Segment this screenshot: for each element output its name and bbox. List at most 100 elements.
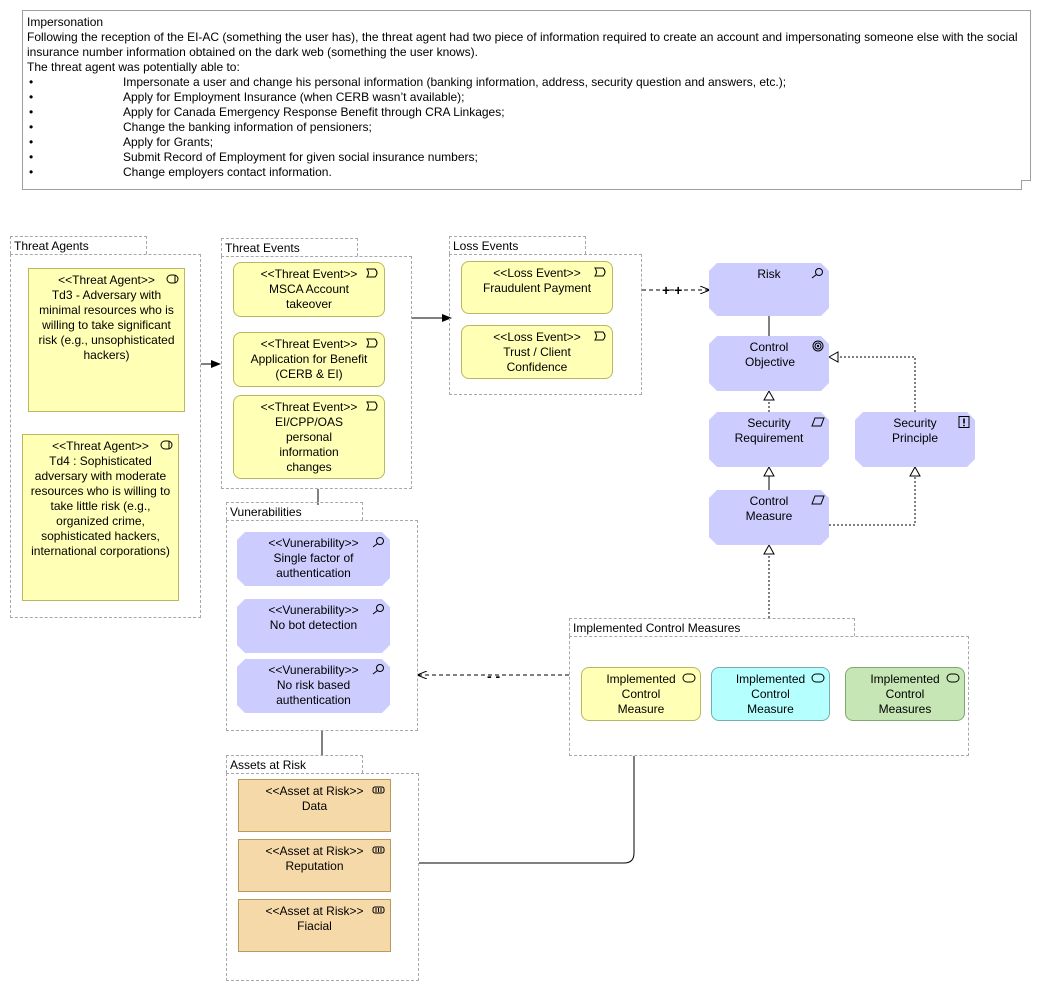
element-label: Application for Benefit (CERB & EI)	[250, 352, 368, 381]
element-stereotype: <<Loss Event>>	[493, 330, 581, 344]
element-stereotype: <<Vunerability>>	[268, 663, 359, 677]
principle-to-objective-connector	[829, 357, 916, 412]
asset-financial[interactable]: <<Asset at Risk>> Fiacial	[238, 899, 391, 952]
element-label: Reputation	[285, 859, 344, 873]
vulnerabilities-group[interactable]	[226, 520, 418, 731]
plus-label: + +	[662, 282, 683, 298]
element-label: Security Requirement	[734, 416, 804, 445]
measure-to-principle-connector	[829, 467, 915, 526]
vulnerabilities-group-label: Vunerabilities	[226, 502, 363, 520]
note-bullet: Apply for Employment Insurance (when CER…	[27, 90, 1027, 105]
security-principle-node[interactable]: Security Principle	[855, 412, 975, 467]
note-text: Impersonation Following the reception of…	[27, 15, 1027, 180]
role-icon	[160, 440, 173, 450]
element-stereotype: <<Asset at Risk>>	[265, 844, 364, 858]
element-label: MSCA Account takeover	[268, 282, 350, 311]
element-label: Implemented Control Measures	[870, 672, 940, 716]
note-bullet-list: Impersonate a user and change his person…	[27, 75, 1027, 180]
assessment-icon	[372, 536, 386, 548]
element-label: Single factor of authentication	[273, 551, 354, 580]
element-label: Control Measure	[745, 494, 793, 523]
threat-event-personal-info-changes[interactable]: <<Threat Event>> EI/CPP/OAS personal inf…	[233, 395, 385, 479]
note-bullet: Impersonate a user and change his person…	[27, 75, 1027, 90]
asset-data[interactable]: <<Asset at Risk>> Data	[238, 779, 391, 832]
element-label: Control Objective	[745, 340, 796, 369]
note-bullet: Change the banking information of pensio…	[27, 120, 1027, 135]
assets-group[interactable]	[226, 773, 419, 981]
event-icon	[594, 331, 606, 341]
implemented-control-measure-yellow[interactable]: Implemented Control Measure	[581, 667, 701, 721]
element-stereotype: <<Vunerability>>	[268, 603, 359, 617]
vulnerability-single-factor[interactable]: <<Vunerability>> Single factor of authen…	[237, 532, 390, 586]
loss-events-group[interactable]	[449, 254, 642, 395]
note-fold-corner	[1021, 180, 1031, 190]
element-label: Implemented Control Measure	[606, 672, 676, 716]
element-stereotype: <<Asset at Risk>>	[265, 904, 364, 918]
goal-icon	[811, 340, 825, 352]
asset-reputation[interactable]: <<Asset at Risk>> Reputation	[238, 839, 391, 892]
control-measure-node[interactable]: Control Measure	[709, 490, 829, 545]
element-label: Fiacial	[297, 919, 332, 933]
assessment-icon	[372, 663, 386, 675]
vulnerability-no-risk-based-auth[interactable]: <<Vunerability>> No risk based authentic…	[237, 659, 390, 713]
note-title: Impersonation	[27, 15, 104, 29]
element-stereotype: <<Vunerability>>	[268, 536, 359, 550]
assets-implemented-connector	[419, 756, 635, 864]
event-icon	[366, 268, 378, 278]
assets-group-label: Assets at Risk	[226, 755, 363, 773]
loss-event-fraudulent-payment[interactable]: <<Loss Event>> Fraudulent Payment	[461, 261, 613, 314]
vulnerability-no-bot-detection[interactable]: <<Vunerability>> No bot detection	[237, 599, 390, 653]
loss-event-trust-confidence[interactable]: <<Loss Event>> Trust / Client Confidence	[461, 325, 613, 379]
threat-events-group[interactable]	[221, 256, 412, 489]
threat-events-group-label: Threat Events	[221, 238, 358, 256]
element-stereotype: <<Threat Agent>>	[52, 439, 149, 453]
note-bullet: Apply for Canada Emergency Response Bene…	[27, 105, 1027, 120]
element-label: EI/CPP/OAS personal information changes	[274, 415, 344, 474]
element-label: Risk	[757, 267, 781, 281]
requirement-icon	[811, 494, 825, 506]
element-stereotype: <<Asset at Risk>>	[265, 784, 364, 798]
principle-icon	[957, 416, 971, 428]
threat-agents-group[interactable]	[10, 254, 201, 618]
threat-agents-group-label: Threat Agents	[10, 236, 147, 254]
element-stereotype: <<Threat Event>>	[260, 267, 358, 281]
deliverable-icon	[811, 673, 825, 683]
threat-event-benefit-application[interactable]: <<Threat Event>> Application for Benefit…	[233, 332, 385, 387]
deliverable-icon	[682, 673, 696, 683]
note-bullet: Submit Record of Employment for given so…	[27, 150, 1027, 165]
element-label: No risk based authentication	[276, 678, 351, 707]
assessment-icon	[811, 267, 825, 279]
role-icon	[166, 274, 179, 284]
requirement-icon	[811, 416, 825, 428]
implemented-control-measures-green[interactable]: Implemented Control Measures	[845, 667, 965, 721]
element-label: Security Principle	[891, 416, 939, 445]
minus-label: - -	[487, 668, 501, 684]
implemented-control-measure-cyan[interactable]: Implemented Control Measure	[711, 667, 830, 721]
element-label: Td4 : Sophisticated adversary with moder…	[30, 454, 171, 558]
assessment-icon	[372, 603, 386, 615]
note-bullet: Apply for Grants;	[27, 135, 1027, 150]
threat-agent-td4[interactable]: <<Threat Agent>> Td4 : Sophisticated adv…	[22, 434, 179, 601]
element-label: Fraudulent Payment	[482, 281, 592, 295]
element-label: Data	[301, 799, 328, 813]
element-stereotype: <<Threat Agent>>	[58, 273, 155, 287]
deliverable-icon	[946, 673, 960, 683]
control-objective-node[interactable]: Control Objective	[709, 336, 829, 391]
note-bullet: Change employers contact information.	[27, 165, 1027, 180]
element-label: Td3 - Adversary with minimal resources w…	[38, 288, 175, 362]
element-label: Implemented Control Measure	[735, 672, 806, 716]
implemented-group[interactable]	[569, 636, 969, 756]
element-stereotype: <<Threat Event>>	[260, 400, 358, 414]
threat-agent-td3[interactable]: <<Threat Agent>> Td3 - Adversary with mi…	[28, 268, 185, 412]
note-paragraph: Following the reception of the EI-AC (so…	[27, 30, 1018, 59]
security-requirement-node[interactable]: Security Requirement	[709, 412, 829, 467]
element-stereotype: <<Threat Event>>	[260, 337, 358, 351]
risk-node[interactable]: Risk	[709, 263, 829, 316]
element-label: No bot detection	[269, 618, 358, 632]
element-stereotype: <<Loss Event>>	[493, 266, 581, 280]
loss-events-group-label: Loss Events	[449, 236, 586, 254]
event-icon	[366, 338, 378, 348]
resource-icon	[372, 846, 385, 854]
threat-event-msca-takeover[interactable]: <<Threat Event>> MSCA Account takeover	[233, 262, 385, 317]
